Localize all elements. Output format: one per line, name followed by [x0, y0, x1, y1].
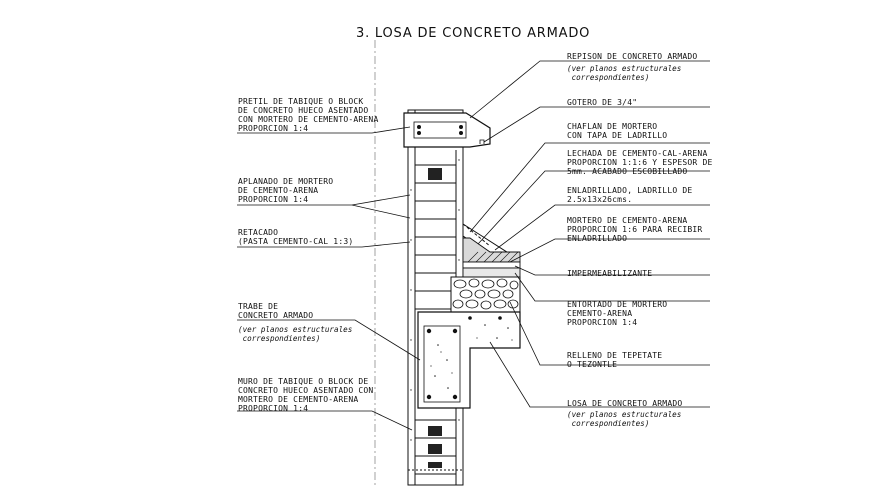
label-repison-note: (ver planos estructurales correspondient… [567, 64, 682, 82]
label-lechada: LECHADA DE CEMENTO-CAL-ARENA PROPORCION … [567, 149, 713, 176]
label-losa-note: (ver planos estructurales correspondient… [567, 410, 682, 428]
leader-lines-right [469, 60, 710, 408]
concrete-stipple [430, 324, 513, 389]
drawing-title: 3. LOSA DE CONCRETO ARMADO [356, 26, 591, 41]
fill-aggregate-stones [452, 278, 519, 310]
label-relleno: RELLENO DE TEPETATE O TEZONTLE [567, 351, 663, 369]
label-trabe: TRABE DE CONCRETO ARMADO [238, 302, 314, 320]
label-muro: MURO DE TABIQUE O BLOCK DE CONCRETO HUEC… [238, 377, 374, 413]
beam-rebars [426, 316, 502, 400]
beam-stirrup [423, 325, 461, 403]
coping-rebars [417, 125, 463, 135]
label-pretil: PRETIL DE TABIQUE O BLOCK DE CONCRETO HU… [238, 97, 379, 133]
label-enladrillado: ENLADRILLADO, LADRILLO DE 2.5x13x26cms. [567, 186, 693, 204]
label-impermeabilizante: IMPERMEABILIZANTE [567, 269, 653, 278]
label-gotero: GOTERO DE 3/4" [567, 98, 638, 107]
label-chaflan: CHAFLAN DE MORTERO CON TAPA DE LADRILLO [567, 122, 668, 140]
wall-brick-courses [408, 164, 463, 475]
waterproofing-layer [462, 261, 521, 269]
label-trabe-note: (ver planos estructurales correspondient… [238, 325, 353, 343]
label-losa: LOSA DE CONCRETO ARMADO [567, 399, 683, 408]
wall-hollow-cells [428, 168, 442, 468]
mortar-topping [462, 267, 521, 278]
label-mortero: MORTERO DE CEMENTO-ARENA PROPORCION 1:6 … [567, 216, 703, 243]
coping-repison [403, 112, 491, 148]
leader-lines-left [237, 126, 421, 431]
label-entortado: ENTORTADO DE MORTERO CEMENTO-ARENA PROPO… [567, 300, 668, 327]
label-retacado: RETACADO (PASTA CEMENTO-CAL 1:3) [238, 228, 354, 246]
slab-and-beam-outline [417, 311, 521, 409]
label-aplanado: APLANADO DE MORTERO DE CEMENTO-ARENA PRO… [238, 177, 334, 204]
fill-tepetate [450, 276, 521, 313]
roof-layer-hatch [467, 251, 519, 263]
label-repison: REPISON DE CONCRETO ARMADO [567, 52, 698, 61]
